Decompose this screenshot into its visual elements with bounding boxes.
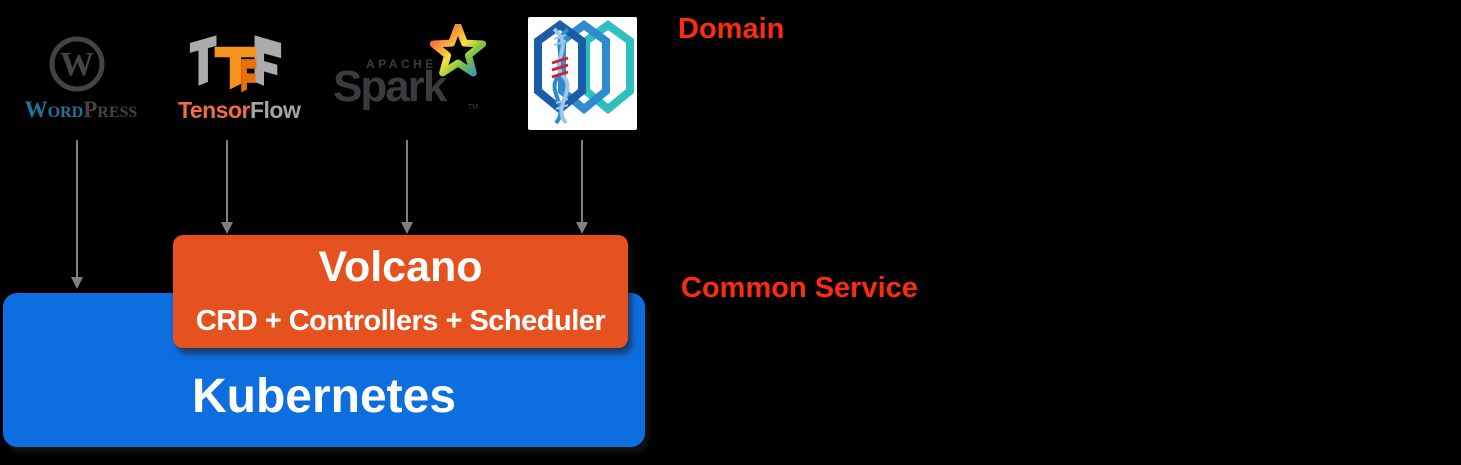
- spark-star-icon: [429, 24, 487, 77]
- svg-text:W: W: [60, 46, 94, 83]
- wordpress-word-text: Word: [24, 97, 84, 122]
- kubernetes-title: Kubernetes: [191, 370, 457, 423]
- wordpress-press-text: Press: [83, 97, 138, 122]
- spark-name-text: Spark: [333, 62, 447, 111]
- volcano-subtitle: CRD + Controllers + Scheduler: [195, 305, 606, 337]
- domain-label: Domain: [678, 13, 785, 45]
- common-service-label: Common Service: [681, 272, 918, 304]
- tensorflow-wordmark: TensorFlow: [178, 97, 301, 124]
- tensorflow-tensor-text: Tensor: [178, 97, 250, 123]
- wordpress-wordmark: WordPress: [12, 97, 150, 123]
- tensorflow-flow-text: Flow: [249, 97, 301, 123]
- dna-hexagon-icon: [528, 17, 637, 130]
- wordpress-icon: W: [49, 36, 105, 92]
- volcano-box: Volcano CRD + Controllers + Scheduler: [173, 235, 628, 348]
- volcano-title: Volcano: [318, 243, 483, 291]
- tensorflow-icon: [189, 35, 282, 93]
- spark-trademark-text: TM: [468, 104, 479, 111]
- spark-apache-text: APACHE: [366, 57, 437, 71]
